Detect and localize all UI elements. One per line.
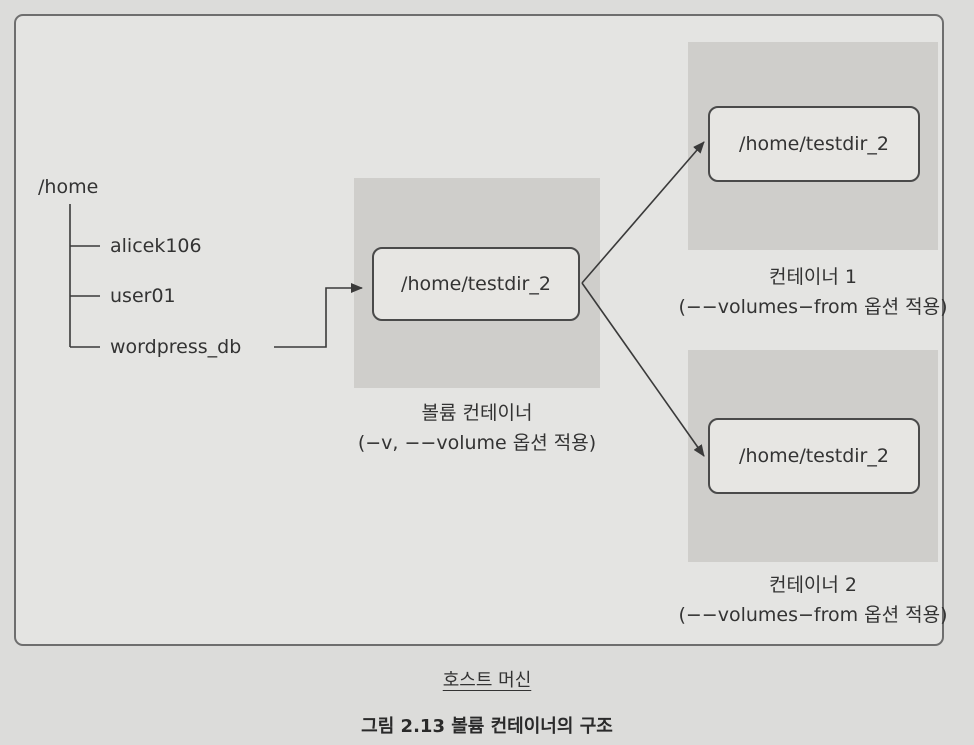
container-1-option: (−−volumes−from 옵션 적용): [678, 296, 948, 318]
container-1-label: 컨테이너 1: [768, 266, 858, 288]
container-2-label: 컨테이너 2: [768, 574, 858, 596]
tree-item-alicek106: alicek106: [110, 235, 202, 257]
container-1-dir-box: /home/testdir_2: [708, 106, 920, 182]
arrow-to-container-2: [581, 282, 705, 457]
volume-container-option: (−v, −−volume 옵션 적용): [357, 432, 597, 454]
arrow-to-container-1: [581, 141, 705, 284]
tree-item-user01: user01: [110, 285, 176, 307]
container-2-option: (−−volumes−from 옵션 적용): [678, 604, 948, 626]
tree-root-label: /home: [38, 176, 99, 198]
tree-item-wordpress-db: wordpress_db: [110, 336, 242, 358]
figure-caption: 그림 2.13 볼륨 컨테이너의 구조: [361, 716, 613, 737]
volume-container-dir-box: /home/testdir_2: [372, 247, 580, 321]
volume-container-label: 볼륨 컨테이너: [421, 402, 533, 424]
host-machine-label: 호스트 머신: [442, 670, 532, 691]
container-2-dir-box: /home/testdir_2: [708, 418, 920, 494]
mount-arrow: [274, 283, 363, 348]
